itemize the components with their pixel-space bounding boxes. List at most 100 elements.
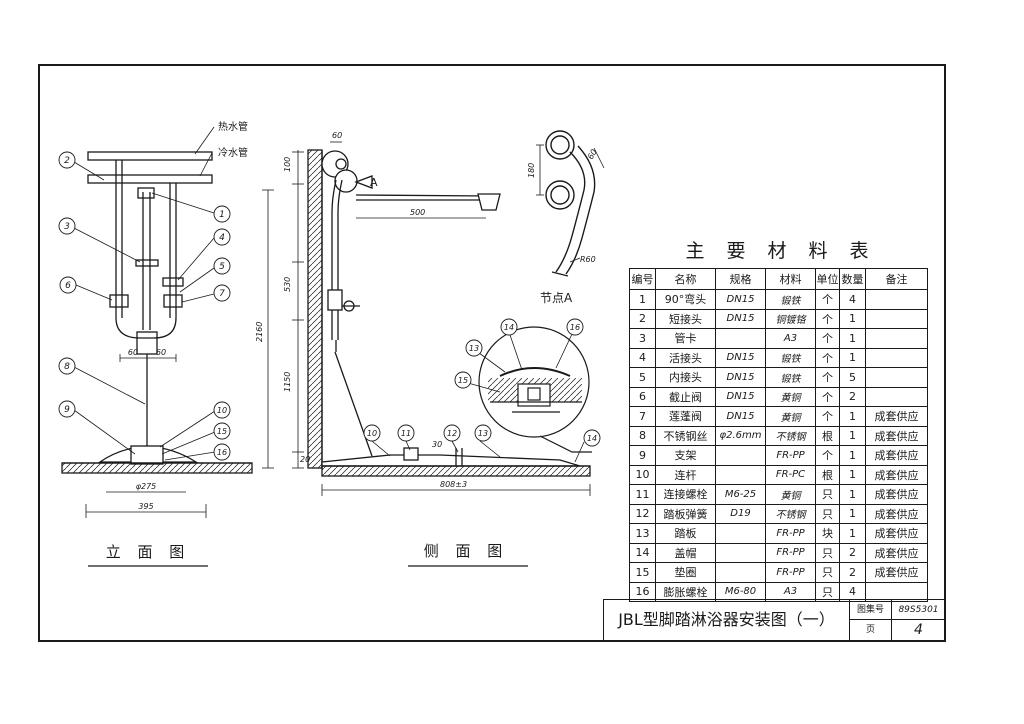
cell-material: FR-PP [765,445,816,466]
cell-note [865,289,928,310]
detail-callout-14: 14 [504,323,514,332]
cell-note: 成套供应 [865,445,928,466]
cell-name: 莲蓬阀 [655,406,716,427]
cell-qty: 1 [839,425,866,446]
cell-name: 连杆 [655,464,716,485]
cell-name: 踏板弹簧 [655,503,716,524]
node-a-dimensions [536,144,605,263]
cell-no: 13 [629,523,656,544]
side-dim-1150: 1150 [283,372,292,392]
cell-spec: DN15 [715,386,766,407]
cell-material: FR-PP [765,562,816,583]
cell-material: 锻铁 [765,289,816,310]
elevation-dimensions [85,354,207,518]
cell-material: 锻铁 [765,347,816,368]
atlas-number-label: 图集号 [850,600,892,620]
cell-no: 14 [629,542,656,563]
cell-material: FR-PC [765,464,816,485]
col-header-qty: 数量 [839,268,866,290]
callout-7: 7 [219,289,225,299]
cold-water-pipe-label: 冷水管 [218,146,248,159]
cell-material: 不锈钢 [765,503,816,524]
side-callout-13: 13 [478,429,488,438]
cell-unit: 只 [815,542,840,563]
cell-spec: D19 [715,503,766,524]
cell-spec: DN15 [715,289,766,310]
callout-8: 8 [64,362,70,372]
cell-name: 活接头 [655,347,716,368]
cell-unit: 只 [815,503,840,524]
cell-qty: 1 [839,347,866,368]
callout-15: 15 [217,427,227,436]
dim-395: 395 [138,502,153,511]
cell-spec [715,542,766,563]
cell-material: 不锈钢 [765,425,816,446]
callout-9: 9 [64,405,70,415]
cell-qty: 2 [839,562,866,583]
elevation-callout-leaders [73,126,216,461]
node-dim-r60: R60 [580,255,596,264]
cell-note: 成套供应 [865,562,928,583]
cell-note [865,308,928,329]
col-header-material: 材料 [765,268,816,290]
col-header-no: 编号 [629,268,656,290]
material-table-title: 主要材料表 [685,240,891,262]
cell-unit: 只 [815,562,840,583]
cell-qty: 5 [839,367,866,388]
side-detail-enlargement [478,326,592,453]
cell-note: 成套供应 [865,503,928,524]
cell-name: 管卡 [655,328,716,349]
cell-qty: 1 [839,328,866,349]
cell-spec: DN15 [715,308,766,329]
callout-5: 5 [219,262,225,272]
cell-no: 12 [629,503,656,524]
page-label: 页 [850,620,892,640]
cell-material: 锻铁 [765,367,816,388]
cell-note [865,328,928,349]
side-dim-30: 30 [432,440,442,449]
cell-unit: 个 [815,386,840,407]
side-dim-530: 530 [283,277,292,292]
cell-no: 6 [629,386,656,407]
cell-material: 铜镀铬 [765,308,816,329]
cell-material: FR-PP [765,542,816,563]
cell-note [865,367,928,388]
side-dim-100: 100 [283,157,292,172]
cell-note: 成套供应 [865,542,928,563]
cell-qty: 2 [839,542,866,563]
cell-no: 11 [629,484,656,505]
side-callout-12: 12 [447,429,457,438]
cell-no: 4 [629,347,656,368]
cell-qty: 1 [839,503,866,524]
cell-qty: 1 [839,406,866,427]
cell-name: 内接头 [655,367,716,388]
title-block: JBL型脚踏淋浴器安装图（一） 图集号 89S5301 页 4 [603,599,945,641]
cell-unit: 块 [815,523,840,544]
cell-unit: 个 [815,328,840,349]
cell-name: 连接螺栓 [655,484,716,505]
table-header-row: 编号 名称 规格 材料 单位 数量 备注 [629,268,928,290]
callout-6: 6 [65,281,71,291]
cell-spec [715,562,766,583]
dim-60-right: 60 [156,348,166,357]
cell-material: A3 [765,581,816,602]
node-a-detail [545,130,596,277]
cell-unit: 个 [815,367,840,388]
col-header-unit: 单位 [815,268,840,290]
dim-275: φ275 [136,482,157,491]
node-a-caption: 节点A [540,291,573,305]
cell-name: 踏板 [655,523,716,544]
cell-unit: 个 [815,347,840,368]
node-dim-60: 60 [586,148,599,161]
cold-water-pipe [87,174,213,184]
side-dim-2160: 2160 [255,322,264,342]
